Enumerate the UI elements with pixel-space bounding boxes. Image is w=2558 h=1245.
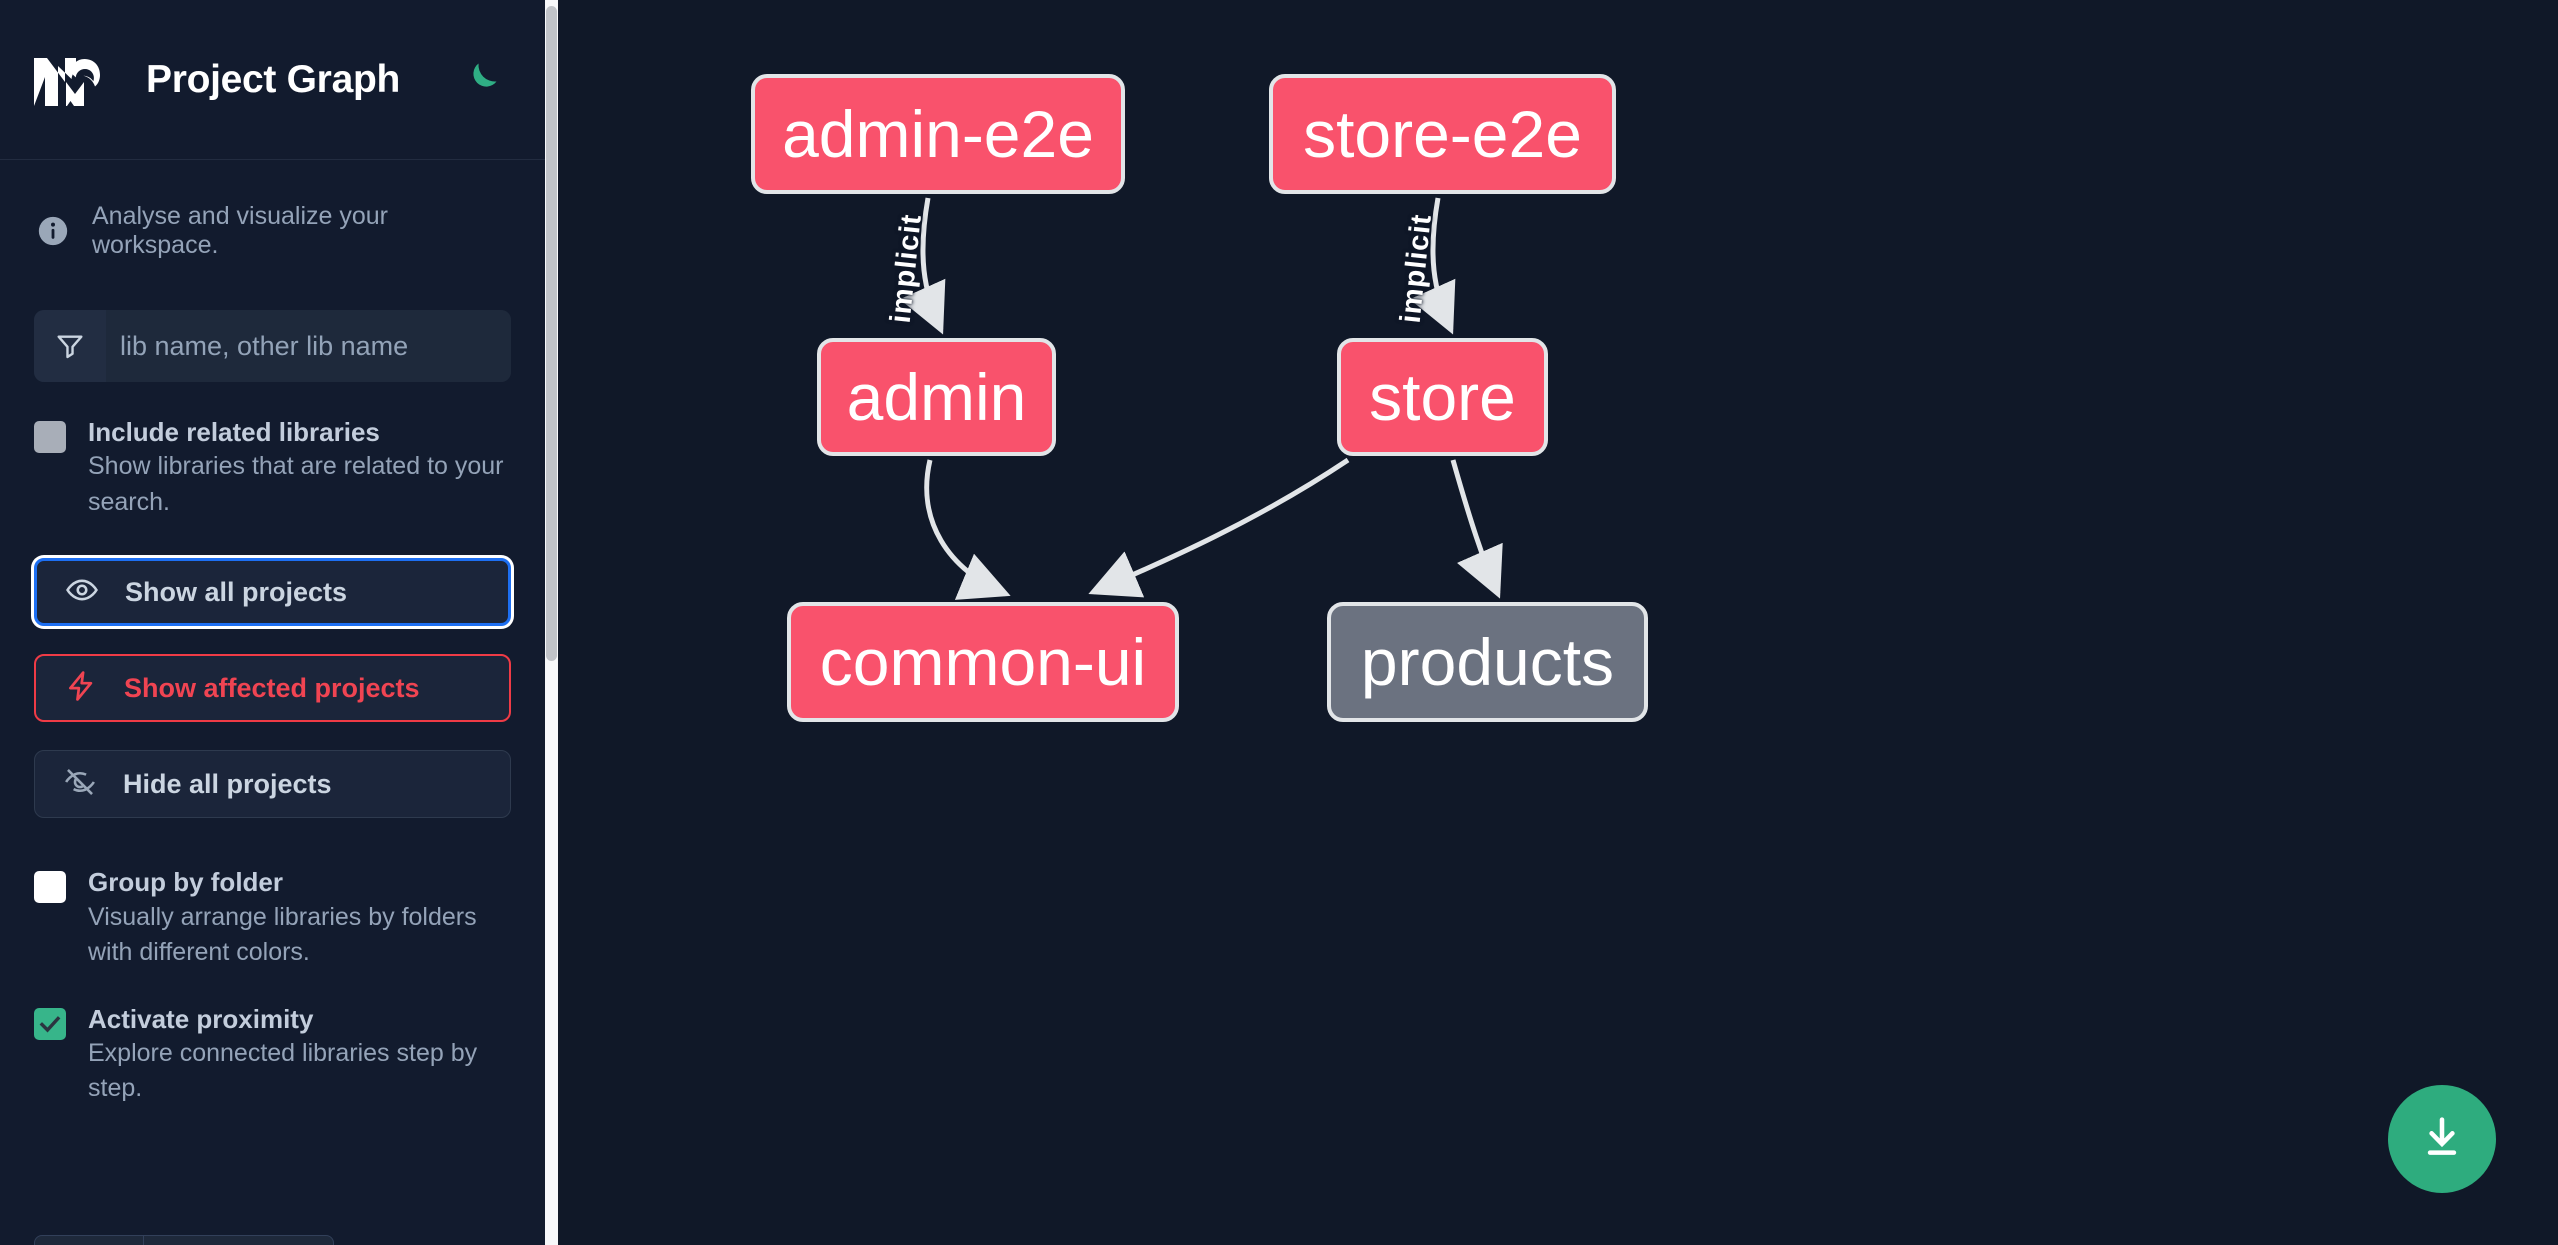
- info-text: Analyse and visualize your workspace.: [92, 202, 388, 259]
- option-description: Explore connected libraries step by step…: [88, 1038, 478, 1103]
- page-title: Project Graph: [146, 57, 400, 101]
- hide-all-projects-label: Hide all projects: [123, 768, 332, 799]
- edge-admin-e2e-admin: [899, 197, 946, 335]
- checkbox-include-related-libraries[interactable]: [34, 421, 66, 453]
- download-graph-button[interactable]: [2388, 1085, 2496, 1193]
- graph-node-products[interactable]: products: [1327, 602, 1648, 722]
- option-title: Group by folder: [88, 867, 283, 898]
- show-all-projects-label: Show all projects: [125, 576, 348, 607]
- show-affected-projects-button[interactable]: Show affected projects: [34, 654, 511, 723]
- option-group-by-folder[interactable]: Group by folder Visually arrange librari…: [0, 818, 545, 970]
- option-description: Show libraries that are related to your …: [88, 452, 504, 516]
- sidebar-scrollbar[interactable]: [545, 0, 558, 1245]
- graph-node-common-ui[interactable]: common-ui: [787, 602, 1179, 722]
- bottom-control-peek[interactable]: [34, 1235, 334, 1245]
- node-label: admin-e2e: [782, 97, 1094, 171]
- hide-all-projects-button[interactable]: Hide all projects: [34, 750, 511, 819]
- divider: [143, 1236, 144, 1245]
- graph-node-store[interactable]: store: [1337, 338, 1548, 456]
- filter-funnel-icon: [34, 310, 106, 382]
- graph-edges: [899, 197, 1503, 600]
- option-activate-proximity[interactable]: Activate proximity Explore connected lib…: [0, 971, 545, 1107]
- option-include-related-libraries[interactable]: Include related libraries Show libraries…: [0, 382, 545, 520]
- eye-off-icon: [63, 765, 97, 804]
- graph-node-admin[interactable]: admin: [817, 338, 1056, 456]
- graph-canvas[interactable]: admin-e2e store-e2e admin store common-u…: [558, 0, 2558, 1245]
- node-label: store: [1369, 360, 1516, 434]
- graph-node-admin-e2e[interactable]: admin-e2e: [751, 74, 1125, 194]
- download-icon: [2416, 1111, 2468, 1168]
- nx-logo-icon: [30, 50, 122, 110]
- show-all-projects-button[interactable]: Show all projects: [34, 558, 511, 627]
- node-label: admin: [846, 360, 1027, 434]
- edge-admin-common-ui: [924, 459, 1011, 600]
- node-label: store-e2e: [1303, 97, 1582, 171]
- node-label: products: [1360, 625, 1615, 699]
- moon-icon[interactable]: [458, 58, 502, 102]
- edge-store-common-ui: [1088, 457, 1350, 598]
- graph-node-store-e2e[interactable]: store-e2e: [1269, 74, 1616, 194]
- checkbox-activate-proximity[interactable]: [34, 1007, 66, 1040]
- search-input[interactable]: [106, 310, 511, 382]
- node-label: common-ui: [819, 625, 1147, 699]
- info-icon: [36, 214, 70, 248]
- option-title: Activate proximity: [88, 1003, 314, 1034]
- sidebar: Project Graph Analyse and visualize your…: [0, 0, 558, 1245]
- lightning-bolt-icon: [64, 669, 98, 708]
- checkbox-group-by-folder[interactable]: [34, 871, 66, 904]
- sidebar-header: Project Graph: [0, 0, 545, 160]
- show-affected-projects-label: Show affected projects: [124, 672, 420, 703]
- eye-icon: [65, 573, 99, 612]
- info-banner: Analyse and visualize your workspace.: [0, 160, 545, 260]
- sidebar-scrollbar-thumb[interactable]: [546, 6, 557, 661]
- edge-store-e2e-store: [1409, 197, 1456, 335]
- edge-store-products: [1450, 459, 1503, 599]
- option-title: Include related libraries: [88, 417, 380, 447]
- option-description: Visually arrange libraries by folders wi…: [88, 902, 477, 967]
- search-box[interactable]: [34, 310, 511, 382]
